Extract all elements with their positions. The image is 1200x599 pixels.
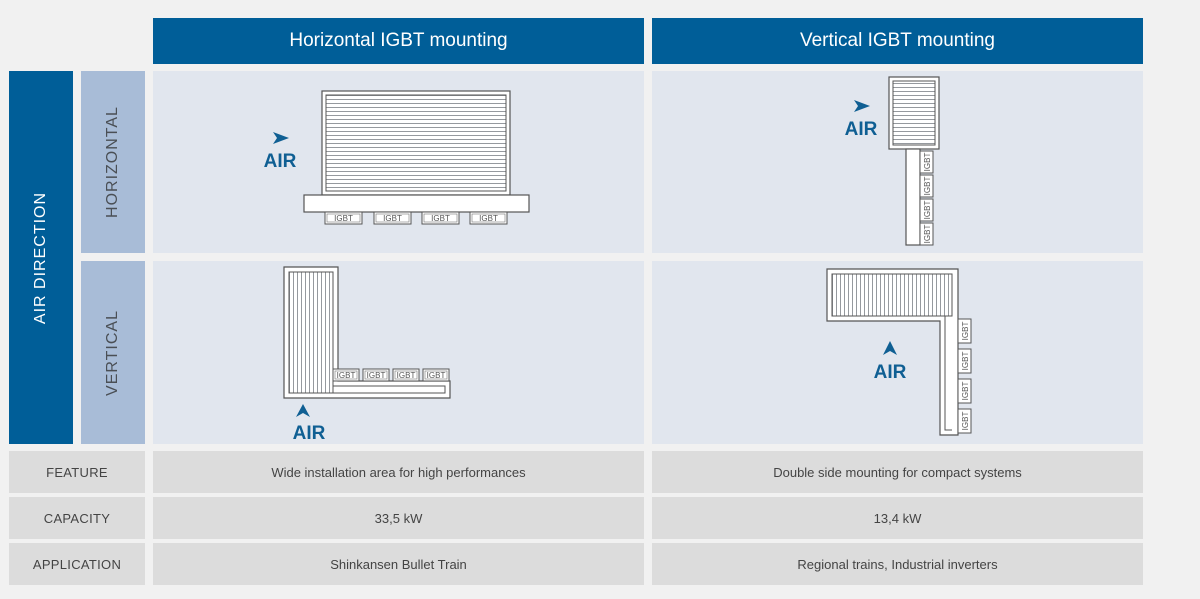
heatsink-fins — [888, 76, 940, 150]
feature-vertical-value: Double side mounting for compact systems — [773, 464, 1022, 480]
arrow-up-icon — [883, 341, 897, 355]
igbt-label: IGBT — [367, 371, 386, 380]
igbt-module-2: IGBT — [362, 368, 390, 382]
capacity-horizontal-cell: 33,5 kW — [153, 497, 644, 539]
diagram-horizontal-mounting-vertical-air: IGBT IGBT IGBT IGBT AIR — [153, 261, 644, 444]
horizontal-air-header: HORIZONTAL — [81, 71, 145, 253]
igbt-label: IGBT — [427, 371, 446, 380]
heatsink-fins — [321, 90, 511, 196]
igbt-label: IGBT — [923, 201, 932, 220]
header-vertical-mounting: Vertical IGBT mounting — [652, 18, 1143, 64]
diagram-vertical-mounting-horizontal-air: IGBT IGBT IGBT IGBT AIR — [652, 71, 1143, 253]
capacity-vertical-value: 13,4 kW — [873, 510, 922, 526]
application-horizontal-cell: Shinkansen Bullet Train — [153, 543, 644, 585]
air-label: AIR — [845, 119, 878, 140]
row-label-capacity: CAPACITY — [9, 497, 145, 539]
igbt-label: IGBT — [383, 214, 402, 223]
air-direction-header: AIR DIRECTION — [9, 71, 73, 444]
igbt-label: IGBT — [479, 214, 498, 223]
igbt-label: IGBT — [923, 225, 932, 244]
igbt-label: IGBT — [923, 153, 932, 172]
igbt-module-1: IGBT — [919, 150, 934, 174]
heatsink-fins — [288, 271, 334, 394]
igbt-module-4: IGBT — [422, 368, 450, 382]
capacity-vertical-cell: 13,4 kW — [652, 497, 1143, 539]
arrow-up-icon — [296, 404, 310, 417]
igbt-label: IGBT — [337, 371, 356, 380]
horizontal-air-label: HORIZONTAL — [104, 106, 121, 218]
igbt-label: IGBT — [923, 177, 932, 196]
header-horizontal-mounting: Horizontal IGBT mounting — [153, 18, 644, 64]
vertical-air-label: VERTICAL — [104, 309, 122, 396]
igbt-module-3: IGBT — [957, 378, 972, 404]
base-plate — [303, 194, 530, 213]
igbt-label: IGBT — [961, 322, 970, 341]
diagram-svg: IGBT IGBT IGBT IGBT AIR — [845, 76, 940, 246]
igbt-label: IGBT — [397, 371, 416, 380]
igbt-module-3: IGBT — [421, 211, 460, 225]
igbt-module-1: IGBT — [324, 211, 363, 225]
igbt-label: IGBT — [961, 412, 970, 431]
igbt-module-1: IGBT — [957, 318, 972, 344]
igbt-module-4: IGBT — [919, 222, 934, 246]
arrow-right-icon — [854, 100, 870, 112]
igbt-label: IGBT — [961, 352, 970, 371]
igbt-label: IGBT — [961, 382, 970, 401]
application-vertical-cell: Regional trains, Industrial inverters — [652, 543, 1143, 585]
arrow-right-icon — [273, 132, 289, 144]
header-horizontal-mounting-label: Horizontal IGBT mounting — [289, 30, 508, 51]
igbt-module-3: IGBT — [919, 198, 934, 222]
diagram-svg: IGBT IGBT IGBT IGBT AIR — [826, 268, 972, 436]
base-plate — [905, 148, 921, 246]
feature-horizontal-value: Wide installation area for high performa… — [271, 464, 526, 480]
igbt-module-1: IGBT — [332, 368, 360, 382]
igbt-module-4: IGBT — [957, 408, 972, 434]
diagram-svg: IGBT IGBT IGBT IGBT AIR — [264, 90, 530, 225]
capacity-label: CAPACITY — [43, 510, 111, 526]
igbt-label: IGBT — [334, 214, 353, 223]
igbt-module-3: IGBT — [392, 368, 420, 382]
air-direction-label: AIR DIRECTION — [32, 191, 49, 324]
igbt-label: IGBT — [431, 214, 450, 223]
feature-horizontal-cell: Wide installation area for high performa… — [153, 451, 644, 493]
application-vertical-value: Regional trains, Industrial inverters — [797, 556, 998, 572]
heatsink-fins — [831, 273, 953, 317]
capacity-horizontal-value: 33,5 kW — [374, 510, 423, 526]
vertical-air-header: VERTICAL — [81, 261, 145, 444]
application-label: APPLICATION — [32, 556, 122, 572]
igbt-module-2: IGBT — [373, 211, 412, 225]
application-horizontal-value: Shinkansen Bullet Train — [330, 556, 467, 572]
row-label-feature: FEATURE — [9, 451, 145, 493]
header-vertical-mounting-label: Vertical IGBT mounting — [799, 30, 996, 51]
feature-label: FEATURE — [46, 464, 108, 480]
row-label-application: APPLICATION — [9, 543, 145, 585]
air-label: AIR — [293, 423, 326, 444]
igbt-module-2: IGBT — [919, 174, 934, 198]
air-label: AIR — [264, 151, 297, 172]
diagram-vertical-mounting-vertical-air: IGBT IGBT IGBT IGBT AIR — [652, 261, 1143, 444]
diagram-horizontal-mounting-horizontal-air: IGBT IGBT IGBT IGBT AIR — [153, 71, 644, 253]
igbt-module-4: IGBT — [469, 211, 508, 225]
igbt-module-2: IGBT — [957, 348, 972, 374]
air-label: AIR — [874, 362, 907, 383]
diagram-svg: IGBT IGBT IGBT IGBT AIR — [283, 266, 451, 444]
feature-vertical-cell: Double side mounting for compact systems — [652, 451, 1143, 493]
